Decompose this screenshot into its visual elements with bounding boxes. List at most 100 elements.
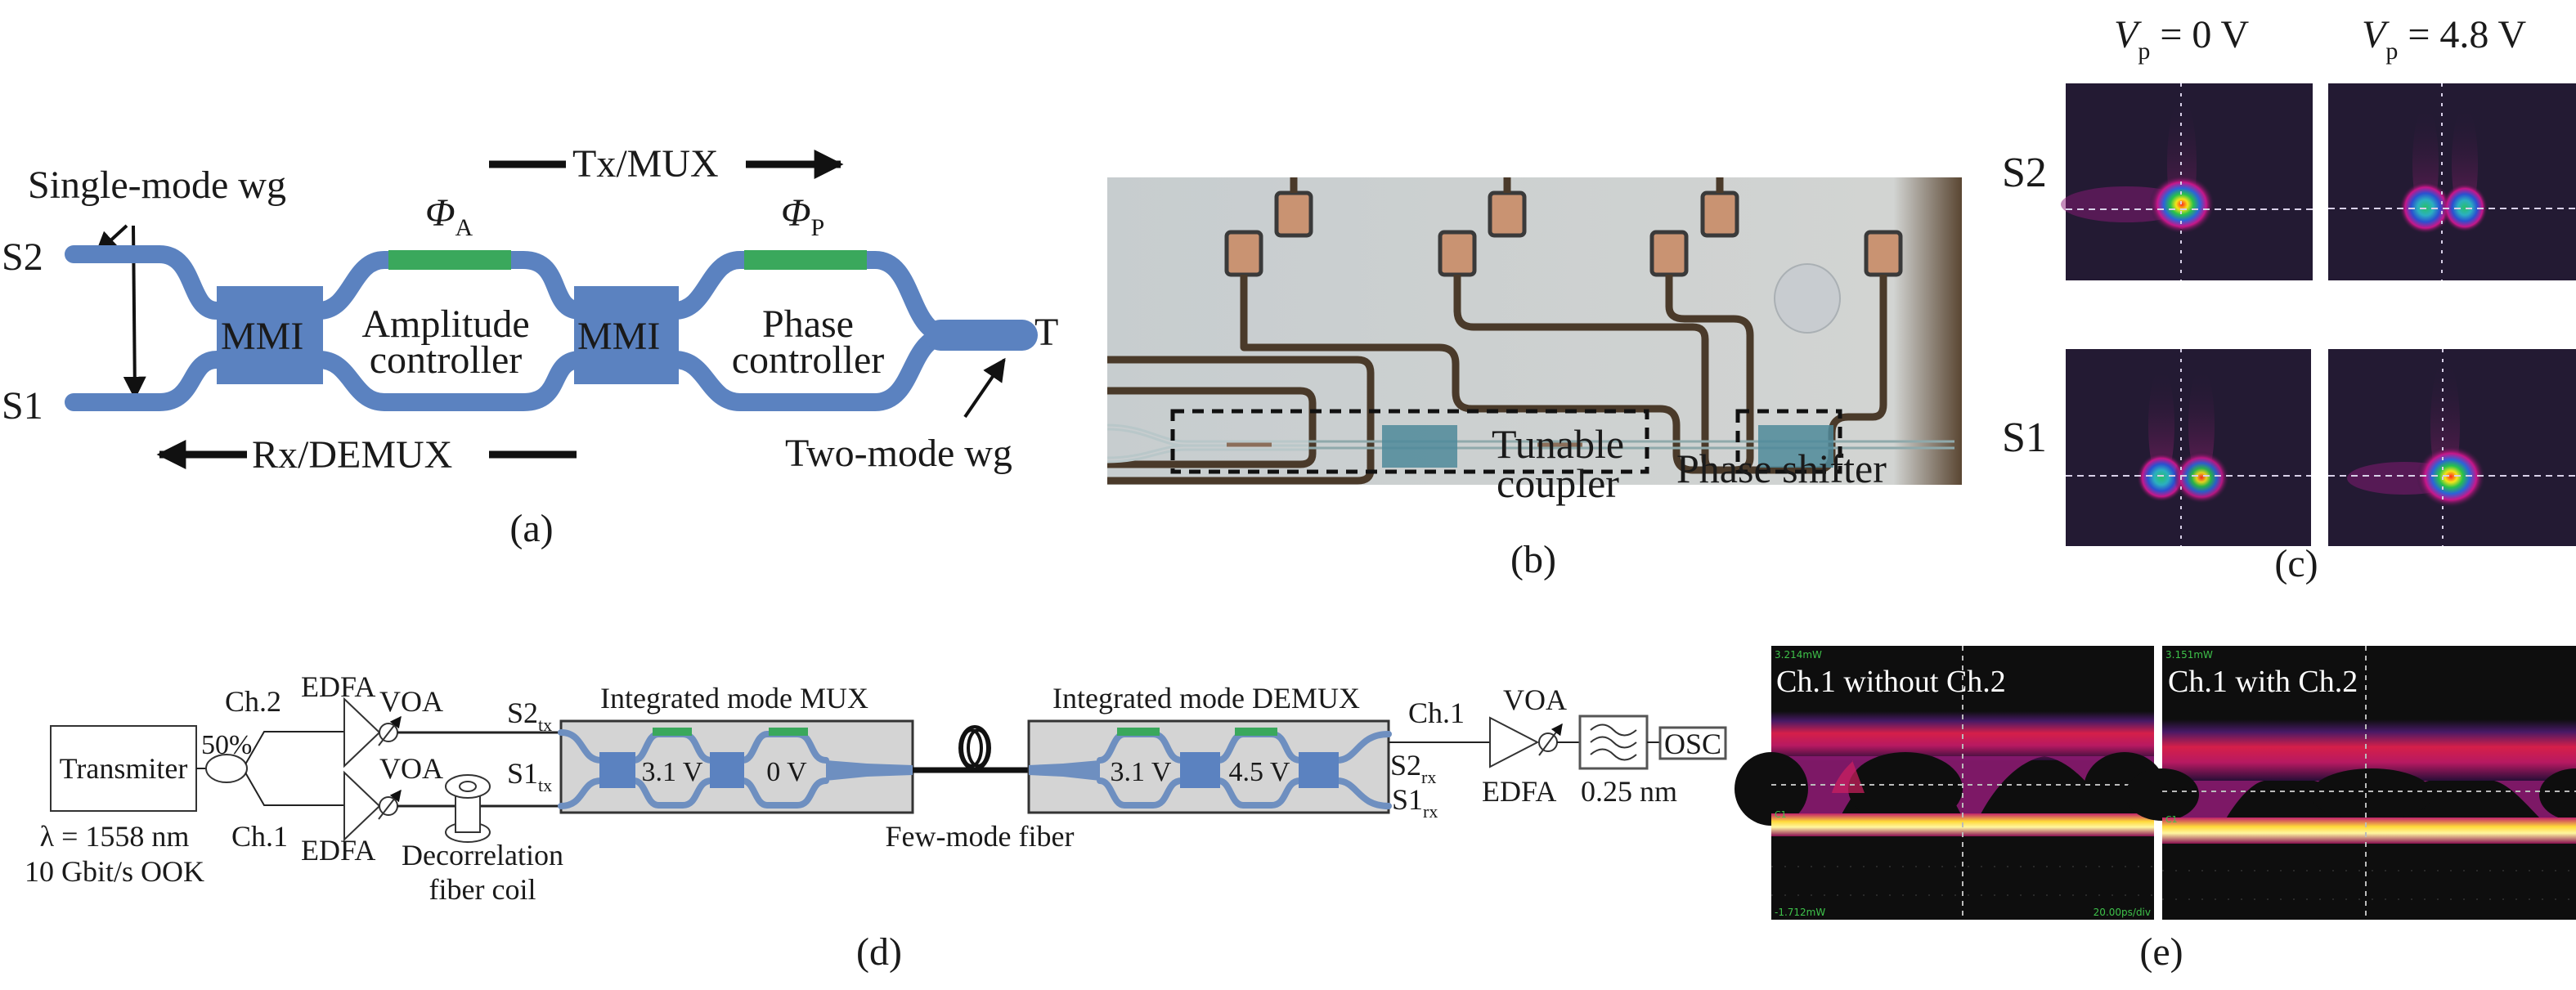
mux-mmi-1 [599,752,635,788]
port-s2-label: S2 [2,235,43,279]
phase-heater [744,250,867,270]
transmitter-box [50,725,197,812]
row-label-s2: S2 [2002,150,2047,196]
fiber-loop-icon [958,725,991,771]
tunable-coupler-outline [1170,409,1649,474]
demux-heater-1 [1117,728,1160,736]
mux-mmi-2 [710,752,744,788]
eye-right-top-scale: 3.151mW [2165,649,2213,661]
voa-bottom-label: VOA [379,752,443,785]
demux-voltage-1: 3.1 V [1111,757,1172,787]
phi-p-label: ΦP [781,191,824,241]
transmitter-label: Transmiter [60,752,188,785]
demux-mmi-1 [1180,752,1220,788]
edfa-top-icon [343,697,381,768]
eye-left-channel-marker: C1 [1775,809,1787,820]
eye-right-title: Ch.1 with Ch.2 [2168,665,2358,699]
few-mode-fiber-label: Few-mode fiber [886,820,1075,853]
panel-a: Tx/MUX Single-mode wg ΦA ΦP S2 S1 T [2,142,1058,550]
mode-image-s2-vp0 [2061,83,2313,280]
rx-edfa-label: EDFA [1482,775,1556,808]
ch2-label: Ch.2 [225,685,281,718]
single-mode-wg-label: Single-mode wg [28,164,286,207]
mux-heater-2 [769,728,808,736]
vp-symbol: V [2362,13,2390,56]
s2rx-label: S2rx [1390,749,1436,787]
phi-a-symbol: Φ [425,191,456,235]
vp-value: = 4.8 V [2398,13,2526,56]
edfa-bottom-icon [343,770,381,842]
demux-mmi-2 [1299,752,1339,788]
panel-c: Vp = 0 V Vp = 4.8 V S2 S1 [2002,13,2576,585]
row-label-s1: S1 [2002,414,2047,461]
panel-b-label: (b) [1510,538,1556,581]
mux-title: Integrated mode MUX [600,682,868,715]
vp-value: = 0 V [2150,13,2249,56]
amplitude-controller-label-line1: Amplitude [361,302,529,346]
s1tx-subscript: tx [538,775,552,795]
panel-b: Tunable coupler Phase shifter (b) [1106,177,1962,581]
vp-symbol: V [2114,13,2142,56]
vp-subscript: p [2385,38,2398,65]
voa-top-label: VOA [379,685,443,718]
wavelength-label: λ = 1558 nm [40,820,190,853]
mmi-1-label: MMI [221,315,303,358]
rx-voa-label: VOA [1503,683,1567,716]
rx-demux-label: Rx/DEMUX [252,433,452,477]
mux-voltage-2: 0 V [766,757,807,787]
s2tx-subscript: tx [538,715,552,735]
eye-left-title: Ch.1 without Ch.2 [1776,665,2006,699]
panel-c-label: (c) [2274,542,2318,585]
mode-image-s1-vp4-8 [2328,349,2576,546]
mode-image-s2-vp4-8 [2328,83,2576,280]
port-s1-label: S1 [2,384,43,428]
s2rx-subscript: rx [1421,767,1436,787]
modulation-label: 10 Gbit/s OOK [25,855,204,888]
two-mode-wg-label: Two-mode wg [785,432,1012,475]
eye-left-bottom-scale: -1.712mW [1775,907,1825,918]
phase-controller-label-line1: Phase [762,302,854,346]
splitter-ratio-label: 50% [201,730,252,760]
ch1-label: Ch.1 [231,820,288,853]
tunable-coupler-heater [1382,425,1457,468]
tx-mux-label: Tx/MUX [572,142,719,186]
rx-ch1-label: Ch.1 [1408,697,1465,729]
vp-subscript: p [2138,38,2150,65]
tunable-coupler-label-line2: coupler [1497,460,1619,506]
eye-diagram-with-ch2: Ch.1 with Ch.2 3.151mW C1 [2125,646,2576,920]
phase-shifter-heater [1758,425,1833,468]
s2tx-label: S2tx [507,697,552,735]
mode-image-s1-vp0 [2066,349,2311,546]
phase-shifter-label: Phase shifter [1676,446,1887,491]
edfa-bottom-label: EDFA [301,834,375,867]
panel-a-label: (a) [509,507,553,550]
filter-bandwidth-label: 0.25 nm [1581,775,1677,808]
column-header-vp-4-8v: Vp = 4.8 V [2362,13,2527,65]
bond-pads [1224,190,1903,277]
phi-p-symbol: Φ [781,191,811,235]
decorrelation-fiber-coil-icon [445,774,491,843]
demux-heater-2 [1235,728,1277,736]
osc-box [1658,726,1727,760]
phase-shifter-outline [1735,409,1842,474]
mmi-block-1 [217,286,323,384]
decorrelation-label-line2: fiber coil [429,873,536,906]
eye-left-time-scale: 20.00ps/div [2094,907,2151,918]
amplitude-controller-label-line2: controller [370,338,523,382]
rx-edfa-icon [1489,716,1540,768]
eye-left-top-scale: 3.214mW [1775,649,1822,661]
demux-title: Integrated mode DEMUX [1052,682,1360,715]
panel-d-label: (d) [856,930,902,974]
column-header-vp-0v: Vp = 0 V [2114,13,2250,65]
phi-p-subscript: P [811,214,825,241]
mux-voltage-1: 3.1 V [642,757,703,787]
edfa-top-label: EDFA [301,670,375,703]
metal-traces [1107,177,1887,485]
mmi-block-2 [574,286,679,384]
mmi-2-label: MMI [577,315,660,358]
panel-d: Transmiter λ = 1558 nm 10 Gbit/s OOK 50%… [25,670,1727,974]
s1rx-main: S1 [1392,783,1423,816]
s1tx-label: S1tx [507,757,552,795]
decorrelation-label-line1: Decorrelation [402,839,563,871]
